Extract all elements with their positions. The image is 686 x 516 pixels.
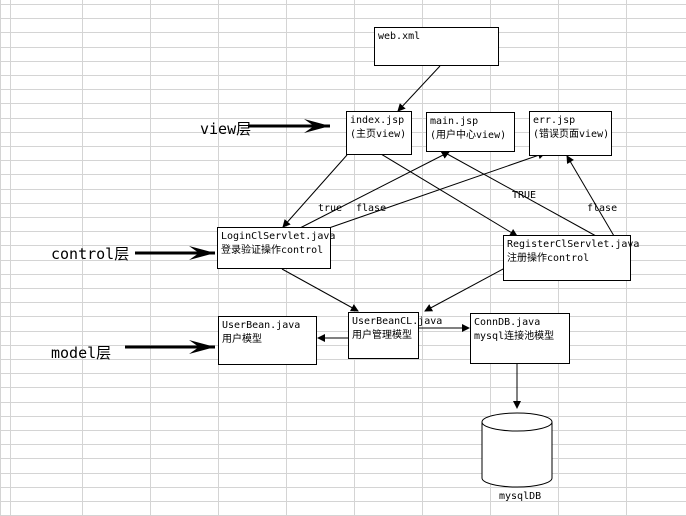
conn-db-node: ConnDB.java mysql连接池模型 [470,313,570,364]
edge-label-register-false: flase [587,203,618,214]
index-jsp-desc: (主页view) [350,129,407,140]
main-jsp-node: main.jsp (用户中心view) [426,112,515,152]
err-jsp-desc: (错误页面view) [533,129,610,140]
arrow-index-to-register [375,150,518,237]
login-servlet-node: LoginClServlet.java 登录验证操作control [217,227,336,269]
main-jsp-desc: (用户中心view) [430,130,507,141]
arrow-register-to-main [439,149,597,237]
arrow-register-to-userbeancl [424,261,517,312]
user-bean-title: UserBean.java [222,320,301,331]
arrow-login-to-main [299,151,450,229]
user-bean-node: UserBean.java 用户模型 [218,316,317,365]
arrow-webxml-to-index [397,65,441,112]
view-layer-label: view层 [200,120,252,138]
main-jsp-title: main.jsp [430,116,479,127]
err-jsp-node: err.jsp (错误页面view) [529,111,612,156]
err-jsp-title: err.jsp [533,115,576,126]
arrow-index-to-login [282,154,348,228]
edge-label-login-true: true [318,203,343,214]
index-jsp-title: index.jsp [350,115,405,126]
edge-label-register-true: TRUE [512,190,537,201]
conn-db-title: ConnDB.java [474,317,541,328]
register-servlet-desc: 注册操作control [507,253,590,264]
control-layer-label: control层 [51,245,130,263]
register-servlet-title: RegisterClServlet.java [507,239,640,250]
mysql-database-icon [481,412,553,488]
user-bean-desc: 用户模型 [222,334,262,345]
login-servlet-desc: 登录验证操作control [221,245,324,256]
arrow-login-to-userbeancl [281,268,359,312]
mysql-db-label: mysqlDB [499,491,542,502]
web-xml-node: web.xml [374,27,499,66]
arrow-login-to-err [325,151,546,230]
web-xml-title: web.xml [378,31,421,42]
user-bean-cl-node: UserBeanCL.java 用户管理模型 [348,312,443,359]
user-bean-cl-desc: 用户管理模型 [352,330,412,341]
user-bean-cl-title: UserBeanCL.java [352,316,443,327]
model-layer-label: model层 [51,344,112,362]
edge-label-login-false: flase [356,203,387,214]
register-servlet-node: RegisterClServlet.java 注册操作control [503,235,640,281]
index-jsp-node: index.jsp (主页view) [346,111,412,155]
arrow-register-to-err [566,155,615,237]
login-servlet-title: LoginClServlet.java [221,231,336,242]
conn-db-desc: mysql连接池模型 [474,331,555,342]
